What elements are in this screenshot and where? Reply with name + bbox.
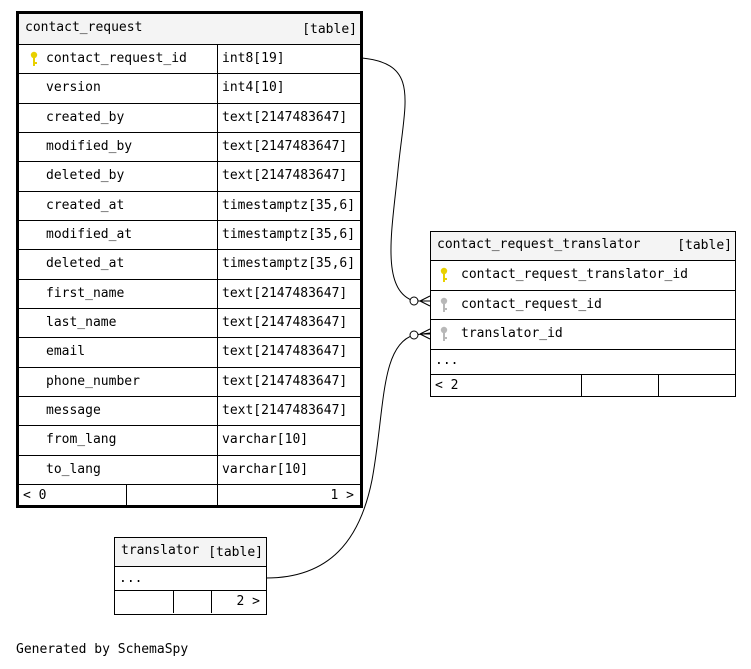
table-name: translator — [121, 543, 200, 558]
table-footer: < 0 1 > — [19, 485, 360, 508]
column-type: text[2147483647] — [222, 109, 348, 125]
column-row: deleted_by text[2147483647] — [19, 162, 360, 192]
column-type: int4[10] — [222, 80, 285, 96]
column-name: contact_request_id — [46, 51, 187, 66]
table-header: contact_request [table] — [19, 14, 360, 45]
column-row: email text[2147483647] — [19, 338, 360, 368]
parents-count: < 2 — [435, 377, 459, 393]
generated-by-caption: Generated by SchemaSpy — [16, 642, 189, 657]
column-name: created_by — [46, 109, 125, 125]
table-name: contact_request — [25, 20, 143, 35]
more-row: ... — [115, 567, 266, 591]
column-row: version int4[10] — [19, 74, 360, 104]
children-count: 2 > — [236, 594, 260, 609]
table-translator: translator [table] ... 2 > — [114, 537, 267, 615]
column-type: text[2147483647] — [222, 315, 348, 331]
column-name: last_name — [46, 315, 117, 331]
more-row: ... — [431, 350, 735, 375]
column-row: phone_number text[2147483647] — [19, 367, 360, 398]
column-type: varchar[10] — [222, 432, 309, 448]
column-name: translator_id — [461, 326, 563, 341]
parents-count: < 0 — [23, 488, 47, 504]
column-row: from_lang varchar[10] — [19, 426, 360, 456]
column-row: message text[2147483647] — [19, 397, 360, 427]
column-row: contact_request_id int8[19] — [19, 45, 360, 75]
table-tag: [table] — [677, 238, 732, 253]
column-name: to_lang — [46, 461, 101, 477]
column-name: from_lang — [46, 432, 117, 448]
column-row: contact_request_id — [431, 291, 735, 320]
column-type: text[2147483647] — [222, 139, 348, 155]
column-name: version — [46, 80, 101, 96]
column-name: message — [46, 403, 101, 419]
table-tag: [table] — [302, 22, 357, 37]
column-row: first_name text[2147483647] — [19, 279, 360, 310]
column-type: text[2147483647] — [222, 373, 348, 389]
primary-key-icon — [29, 51, 39, 71]
column-row: created_by text[2147483647] — [19, 103, 360, 134]
column-row: translator_id — [431, 320, 735, 350]
key-icon — [440, 267, 448, 282]
column-row: created_at timestamptz[35,6] — [19, 191, 360, 222]
table-name: contact_request_translator — [437, 237, 641, 252]
table-footer: 2 > — [115, 591, 266, 613]
crow-foot-zero-circle — [409, 296, 419, 306]
table-footer: < 2 — [431, 374, 735, 397]
column-row: modified_at timestamptz[35,6] — [19, 221, 360, 251]
column-row: deleted_at timestamptz[35,6] — [19, 250, 360, 280]
column-name: created_at — [46, 197, 125, 213]
column-row: to_lang varchar[10] — [19, 455, 360, 486]
column-name: email — [46, 344, 86, 360]
column-type: varchar[10] — [222, 461, 309, 477]
column-type: timestamptz[35,6] — [222, 227, 356, 243]
column-row: modified_by text[2147483647] — [19, 133, 360, 163]
column-type: text[2147483647] — [222, 285, 348, 301]
column-name: deleted_by — [46, 168, 125, 184]
children-count: 1 > — [330, 488, 354, 504]
key-icon — [440, 326, 448, 341]
crow-foot-zero-circle — [409, 330, 419, 340]
table-contact-request: contact_request [table] contact_request_… — [16, 11, 363, 508]
foreign-key-icon — [439, 297, 449, 317]
column-name: deleted_at — [46, 256, 125, 272]
column-row: contact_request_translator_id — [431, 261, 735, 291]
column-type: text[2147483647] — [222, 403, 348, 419]
relation-translator-to-link — [265, 332, 431, 579]
column-type: timestamptz[35,6] — [222, 256, 356, 272]
crow-foot-many — [419, 328, 431, 340]
column-name: modified_by — [46, 139, 133, 155]
primary-key-icon — [439, 267, 449, 287]
key-icon — [440, 297, 448, 312]
table-tag: [table] — [208, 545, 263, 560]
crow-foot-many — [419, 295, 431, 307]
key-icon — [30, 51, 38, 66]
column-name: phone_number — [46, 373, 140, 389]
relation-contact-request-to-link — [361, 57, 430, 302]
foreign-key-icon — [439, 326, 449, 346]
column-type: text[2147483647] — [222, 168, 348, 184]
column-name: contact_request_translator_id — [461, 267, 688, 282]
column-name: modified_at — [46, 227, 133, 243]
column-name: contact_request_id — [461, 296, 602, 312]
column-type: int8[19] — [222, 51, 285, 66]
table-contact-request-translator: contact_request_translator [table] conta… — [430, 231, 736, 397]
column-type: text[2147483647] — [222, 344, 348, 360]
column-row: last_name text[2147483647] — [19, 309, 360, 339]
table-header: translator [table] — [115, 538, 266, 567]
column-type: timestamptz[35,6] — [222, 197, 356, 213]
column-name: first_name — [46, 285, 125, 301]
table-header: contact_request_translator [table] — [431, 232, 735, 261]
